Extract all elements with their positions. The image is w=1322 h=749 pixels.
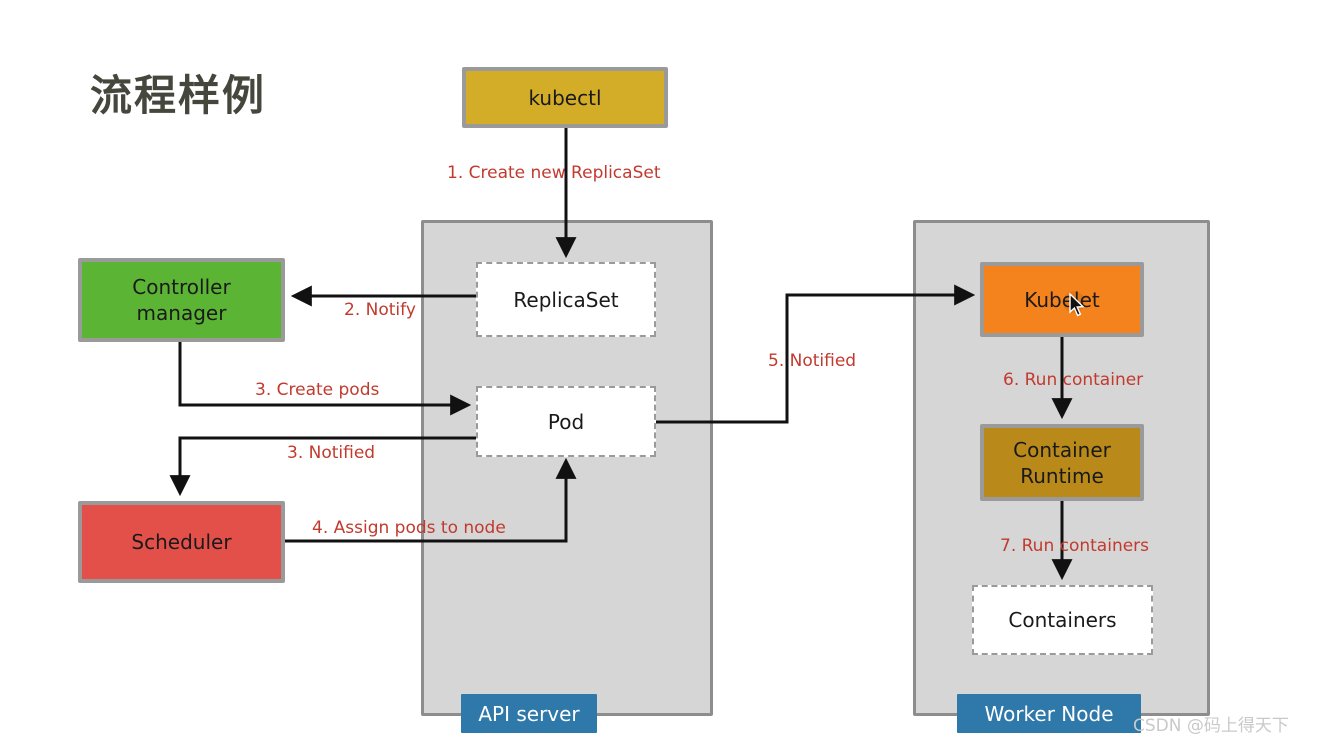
container-runtime-label: Container Runtime [1013, 437, 1111, 488]
replicaset-label: ReplicaSet [513, 287, 619, 312]
kubelet-node: Kubelet [980, 262, 1144, 337]
scheduler-node: Scheduler [78, 501, 285, 583]
edge-label-4: 4. Assign pods to node [312, 518, 506, 538]
edge-label-2: 2. Notify [344, 300, 416, 320]
container-runtime-node: Container Runtime [980, 424, 1144, 501]
pod-label: Pod [547, 409, 585, 434]
worker-node-group-label: Worker Node [957, 694, 1141, 733]
watermark: CSDN @码上得天下 [1133, 716, 1289, 736]
edge-label-3-create-pods: 3. Create pods [255, 380, 380, 400]
edge-label-6: 6. Run container [1003, 370, 1144, 390]
kubelet-label: Kubelet [1024, 287, 1100, 312]
controller-manager-label: Controller manager [132, 275, 231, 325]
worker-node-group-label-text: Worker Node [984, 701, 1114, 726]
containers-node: Containers [972, 585, 1153, 655]
pod-node: Pod [476, 386, 656, 457]
api-server-group-label: API server [461, 694, 597, 733]
scheduler-label: Scheduler [131, 530, 232, 554]
edge-label-1: 1. Create new ReplicaSet [447, 163, 661, 183]
page-title: 流程样例 [90, 71, 267, 120]
controller-manager-node: Controller manager [78, 258, 285, 342]
containers-label: Containers [1008, 608, 1117, 632]
edge-label-3-notified: 3. Notified [287, 443, 376, 463]
edge-label-5: 5. Notified [768, 351, 857, 371]
api-server-group-label-text: API server [478, 701, 580, 726]
kubectl-node: kubectl [462, 67, 668, 128]
replicaset-node: ReplicaSet [476, 262, 656, 337]
edge-label-7: 7. Run containers [1000, 536, 1150, 556]
kubectl-label: kubectl [528, 85, 602, 110]
